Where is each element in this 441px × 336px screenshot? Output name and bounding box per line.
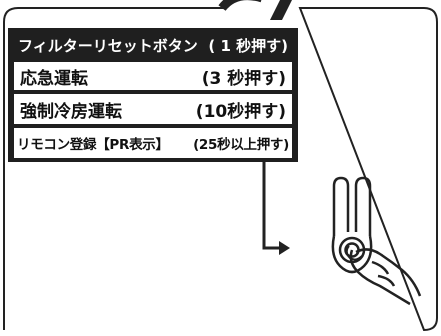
panel-frame <box>3 7 438 332</box>
menu-item-hold-time: (10秒押す) <box>195 101 286 122</box>
connector-line <box>262 160 280 250</box>
button-function-menu: フィルターリセットボタン ( 1 秒押す) 応急運転 (3 秒押す) 強制冷房運… <box>8 28 298 162</box>
menu-item-remote-registration[interactable]: リモコン登録【PR表示】 (25秒以上押す) <box>14 128 292 158</box>
menu-item-hold-time: (3 秒押す) <box>201 68 286 89</box>
top-arc-decoration <box>218 0 262 11</box>
menu-item-forced-cooling[interactable]: 強制冷房運転 (10秒押す) <box>14 94 292 124</box>
menu-item-label: 応急運転 <box>20 68 88 89</box>
button-slot-icon <box>331 176 373 274</box>
top-wedge-decoration <box>270 0 292 20</box>
menu-item-label: 強制冷房運転 <box>20 101 122 122</box>
menu-item-hold-time: (25秒以上押す) <box>193 137 289 153</box>
menu-item-emergency-operation[interactable]: 応急運転 (3 秒押す) <box>14 62 292 90</box>
finger-press-icon <box>345 245 422 306</box>
menu-item-filter-reset[interactable]: フィルターリセットボタン ( 1 秒押す) <box>14 32 292 58</box>
menu-item-label: リモコン登録【PR表示】 <box>17 137 169 153</box>
menu-item-hold-time: ( 1 秒押す) <box>208 36 288 55</box>
menu-item-label: フィルターリセットボタン <box>18 36 198 55</box>
arrow-head-icon <box>279 241 290 255</box>
